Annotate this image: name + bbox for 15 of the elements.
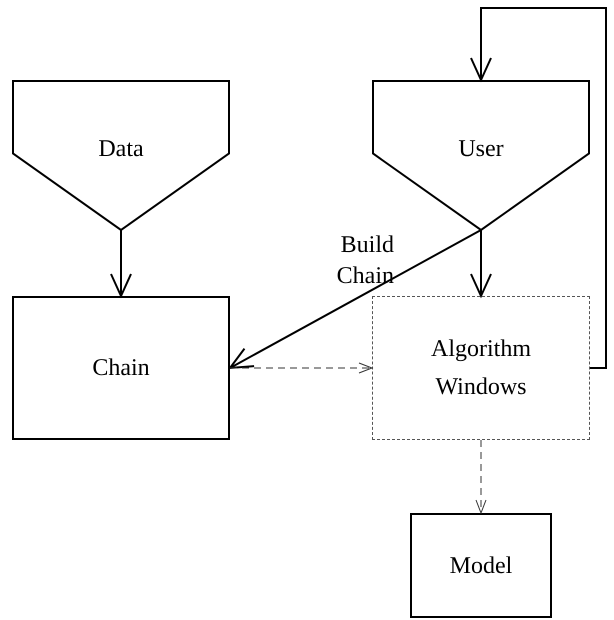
process-box: [12, 296, 230, 440]
node-label: Data: [97, 135, 145, 164]
arrow: [470, 230, 492, 297]
arrow: [230, 362, 372, 374]
arrow: [110, 230, 132, 297]
node-label: Model: [448, 552, 514, 580]
arrow: [476, 440, 486, 514]
process-box: [410, 513, 552, 618]
edge-label: Build Chain: [336, 231, 394, 291]
node-label: User: [457, 135, 505, 164]
arrow: [470, 7, 607, 369]
arrow: [229, 229, 482, 369]
node-label: Chain: [91, 354, 151, 383]
dashed-process-box: [372, 296, 590, 440]
node-label: Algorithm Windows: [430, 335, 532, 402]
